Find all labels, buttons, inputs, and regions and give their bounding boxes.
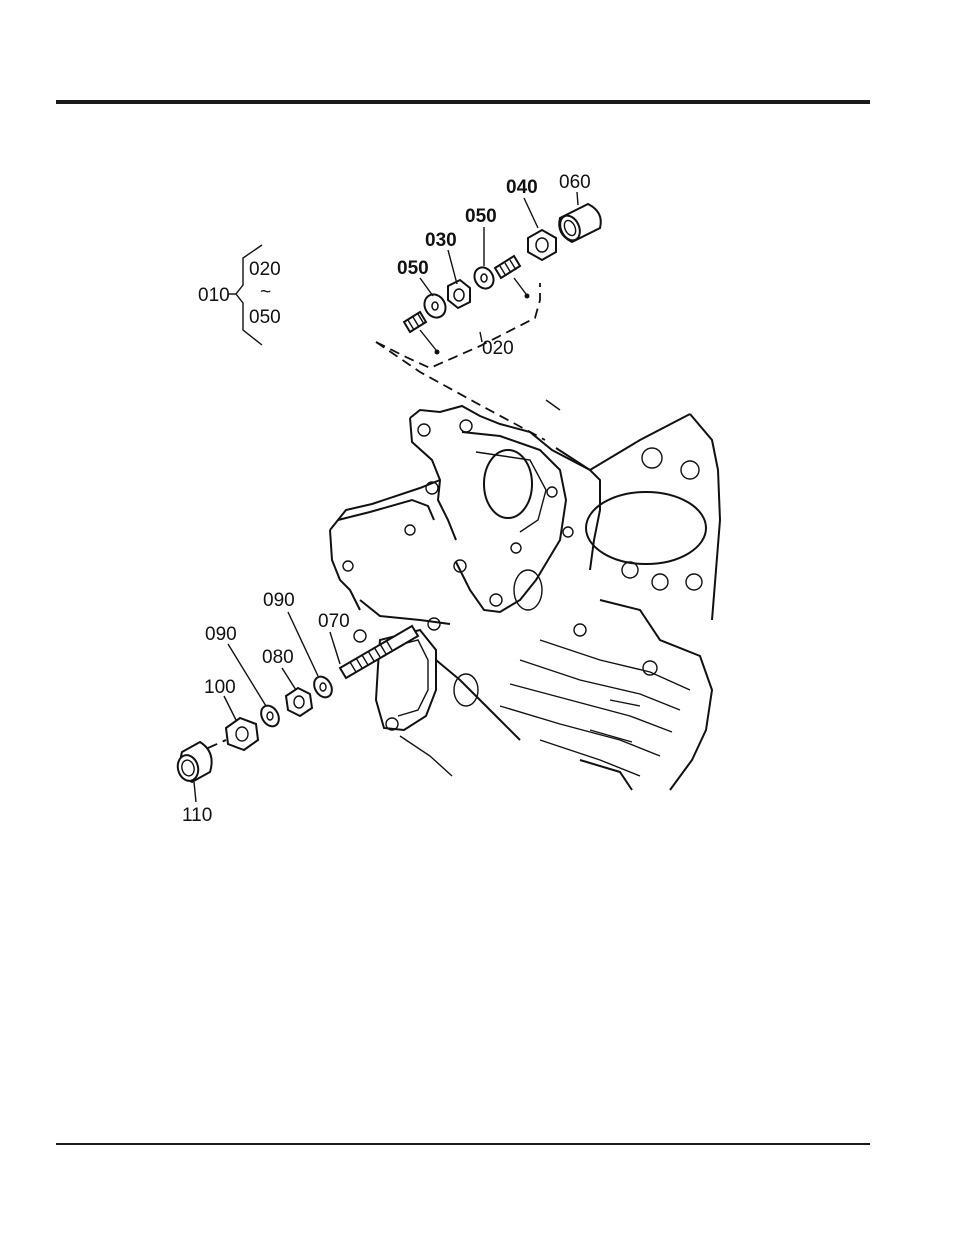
- washer-050-right: [471, 264, 498, 292]
- small-stud-right: [495, 256, 530, 299]
- label-040: 040: [506, 177, 538, 198]
- washer-090-right: [311, 673, 336, 700]
- cap-060: [556, 204, 600, 244]
- washer-090-left: [258, 702, 283, 729]
- footer-rule: [56, 1143, 870, 1145]
- label-050-group: 050: [249, 307, 281, 328]
- small-stud-left: [404, 312, 440, 355]
- label-090-right: 090: [263, 590, 295, 611]
- label-090-left: 090: [205, 624, 237, 645]
- label-110: 110: [182, 805, 212, 826]
- nut-100: [226, 718, 258, 750]
- nut-040: [528, 230, 556, 260]
- cap-110: [175, 742, 212, 783]
- engine-block: [330, 400, 720, 790]
- label-020: 020: [482, 338, 514, 359]
- label-050-a: 050: [397, 258, 429, 279]
- label-060: 060: [559, 172, 591, 193]
- label-080: 080: [262, 647, 294, 668]
- washer-050-left: [420, 291, 449, 322]
- lower-assembly: 070 090 080 090 100 110: [175, 590, 418, 826]
- nut-030: [448, 280, 470, 308]
- range-tilde: ~: [260, 282, 271, 303]
- upper-assembly: 050 030 050 040 060 020: [376, 172, 601, 440]
- label-100: 100: [204, 677, 236, 698]
- group-bracket-010: 010 020 ~ 050: [198, 245, 281, 345]
- label-030: 030: [425, 230, 457, 251]
- label-010: 010: [198, 285, 230, 306]
- label-070: 070: [318, 611, 350, 632]
- nut-080: [286, 688, 312, 716]
- label-050-b: 050: [465, 206, 497, 227]
- stud-070: [340, 626, 418, 678]
- label-020-group: 020: [249, 259, 281, 280]
